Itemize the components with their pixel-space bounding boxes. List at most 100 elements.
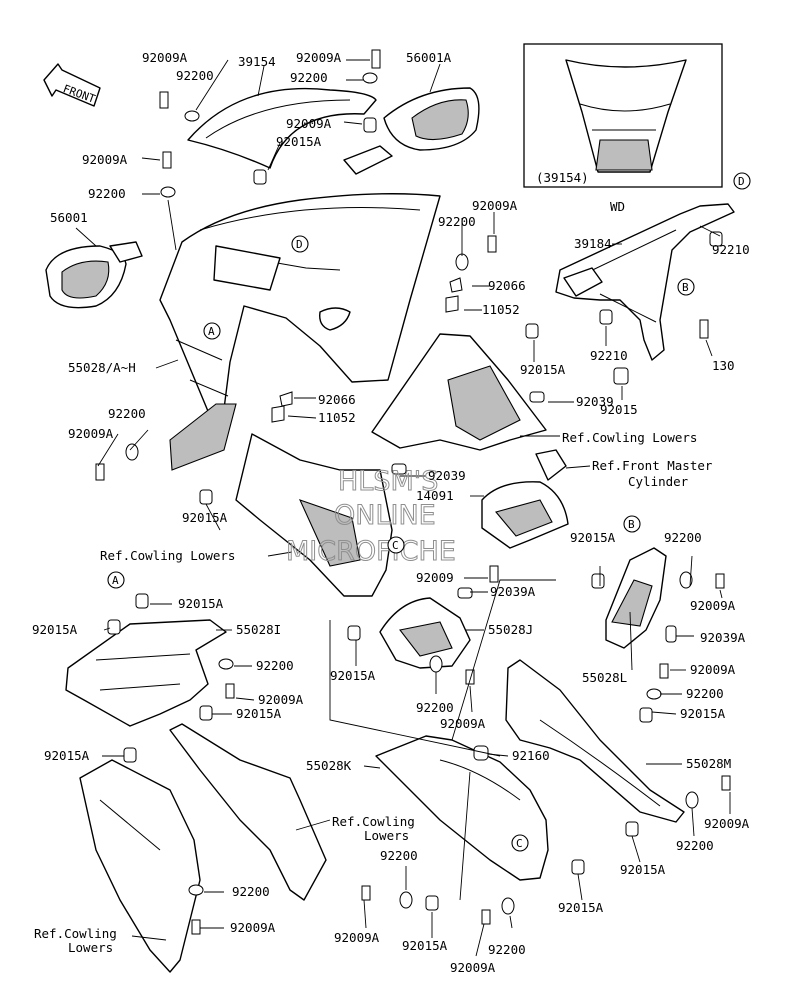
reference-labels: Ref.Cowling Lowers Ref.Front Master Cyli… [34,430,713,955]
part-label: 92200 [88,186,126,201]
part-label: 92015 [600,402,638,417]
grommet-icon [665,625,677,643]
inset-part-number: (39154) [536,170,589,185]
bolt-icon [95,463,105,481]
front-arrow: FRONT [43,63,101,107]
part-label: 92039A [490,584,536,599]
side-cowl-55028K-M [375,659,685,881]
inset-variant: WD [610,199,625,214]
mirror-left [45,241,143,309]
grommet-icon [571,859,585,875]
ref-front-master-line1: Ref.Front Master [592,458,713,473]
grommet-icon [529,391,545,403]
bolt-icon [159,91,169,109]
clip-icon [279,391,293,407]
part-label: 92200 [416,700,454,715]
part-label: 130 [712,358,735,373]
part-label: 92200 [438,214,476,229]
grommet-icon [135,593,149,609]
part-labels: 92009A 39154 92009A 56001A 92200 92200 9… [32,50,750,975]
part-label: 92009A [334,930,380,945]
part-label: 92200 [232,884,270,899]
watermark-line-3: MICROFICHE [286,536,456,567]
part-label: 92009A [286,116,332,131]
callout-d-top: D [738,175,745,188]
part-label: 92015A [620,862,666,877]
grommet-icon [591,573,605,589]
ref-cowling-lowers-left-line2: Lowers [68,940,113,955]
part-label: 92200 [676,838,714,853]
bolt-icon [162,151,172,169]
callout-b-right: B [628,518,635,531]
part-label: 92015A [276,134,322,149]
washer-icon [125,443,139,461]
wd-inset: (39154) WD [523,43,723,214]
washer-icon [455,253,469,271]
inner-cowl-55028J [379,597,471,669]
part-label: 11052 [482,302,520,317]
part-label: 92200 [686,686,724,701]
callout-b-top: B [682,281,689,294]
grommet-icon [363,117,377,133]
part-label: 92200 [176,68,214,83]
upper-cowl [159,193,441,471]
ref-front-master-line2: Cylinder [628,474,689,489]
part-label: 92015A [44,748,90,763]
part-label: 92009A [690,662,736,677]
part-label: 92009A [440,716,486,731]
washer-icon [218,658,234,670]
fasteners [95,49,731,935]
callout-c-mid: C [392,539,399,552]
stay-bracket [555,203,735,361]
clip-icon [271,405,285,423]
inner-panel-center [235,433,393,597]
ref-cowling-lowers-right: Ref.Cowling Lowers [562,430,697,445]
grommet-icon [625,821,639,837]
cover-14091 [481,449,569,549]
inner-cowl-55028L [605,547,667,649]
inner-cowl-55028I [65,619,227,727]
clip-icon [449,277,463,293]
mirror-right [343,87,480,175]
part-label: 92009A [450,960,496,975]
bolt-icon [481,909,491,925]
part-label: 92039 [576,394,614,409]
inner-panel-right [371,333,547,451]
part-label: 92015A [402,938,448,953]
part-label: 92210 [590,348,628,363]
grommet-icon [457,587,473,599]
part-label: 92015A [558,900,604,915]
grommet-icon [347,625,361,641]
part-label: 92039A [700,630,746,645]
part-label: 92200 [488,942,526,957]
washer-icon [160,186,176,198]
grommet-icon [199,705,213,721]
part-label: 39184 [574,236,612,251]
part-label: 55028K [306,758,352,773]
part-label: 56001A [406,50,452,65]
part-label: 92009A [690,598,736,613]
part-label: 92066 [488,278,526,293]
washer-icon [188,884,204,896]
bolt-icon [715,573,725,589]
grommet-icon [253,169,267,185]
bolt-icon [465,669,475,685]
part-label: 92015A [236,706,282,721]
callout-c-bot: C [516,837,523,850]
bolt-icon [225,683,235,699]
bolt-icon [371,49,381,69]
grommet-icon [425,895,439,911]
part-label: 92039 [428,468,466,483]
clip-icon [445,295,459,313]
callout-d-mid: D [296,238,303,251]
watermark-line-1: HLSM'S [338,466,438,497]
part-label: 92015A [330,668,376,683]
part-label: 92009A [704,816,750,831]
part-label: 14091 [416,488,454,503]
callouts: D D A B C A B C [107,172,751,852]
part-label: 92009A [258,692,304,707]
side-cowl-lower-left [79,723,327,973]
ref-cowling-lowers-left-line1: Ref.Cowling [34,926,117,941]
part-label: 92015A [182,510,228,525]
